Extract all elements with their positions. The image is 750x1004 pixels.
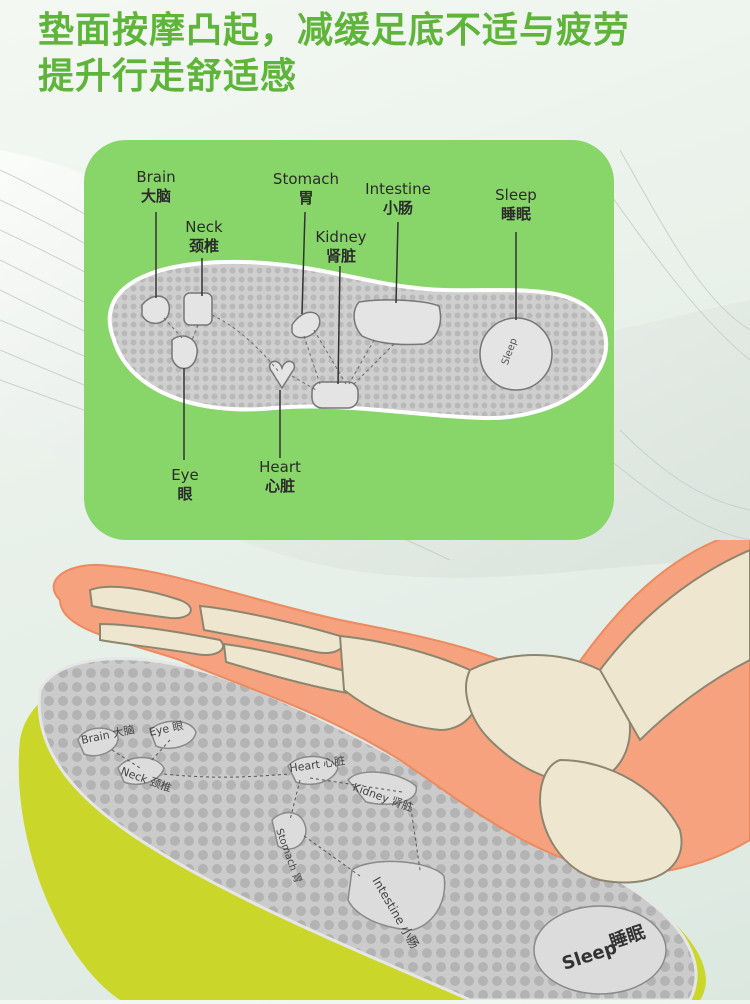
label-stomach: Stomach 胃 [272,170,340,207]
insole-pad-heart [287,755,339,786]
toe-bones [88,585,192,620]
insole-pad-eye [149,720,197,750]
foot-insole-illustration: Brain 大脑 Eye 眼 Neck 颈椎 Heart 心脏 Kidney 肾… [0,528,750,1002]
insole-pad-kidney [347,771,417,805]
label-sleep: Sleep 睡眠 [495,186,537,223]
insole-pad-intestine [347,860,446,931]
reflex-diagram-panel: Sleep Brain 大脑 Neck 颈椎 [84,140,614,540]
insole-outline [107,259,608,421]
pad-sleep [479,317,553,391]
label-neck: Neck 颈椎 [185,218,223,255]
pad-intestine [353,299,442,346]
heel-bone [538,758,683,884]
pad-stomach [291,311,321,339]
headline: 垫面按摩凸起，减缓足底不适与疲劳 提升行走舒适感 [38,8,630,100]
foot-bones [88,548,750,884]
insole-pad-sleep [533,905,667,995]
insole-pad-stomach [271,811,307,850]
headline-line-1: 垫面按摩凸起，减缓足底不适与疲劳 [38,10,631,51]
pad-brain [141,295,170,324]
insole-diagram: Sleep [107,211,608,460]
label-heart: Heart 心脏 [259,458,301,495]
pad-eye [171,335,198,370]
foot-insole-svg: Brain 大脑 Eye 眼 Neck 颈椎 Heart 心脏 Kidney 肾… [18,528,750,1002]
headline-line-2: 提升行走舒适感 [38,56,298,97]
insole-pad-brain [77,727,119,757]
pad-kidney [311,381,359,409]
label-eye: Eye 眼 [171,466,199,503]
label-intestine: Intestine 小肠 [365,180,431,217]
pad-heart [268,360,296,390]
pad-neck [183,292,213,326]
label-kidney: Kidney 肾脏 [315,228,367,265]
insole-pad-neck [117,756,165,786]
label-brain: Brain 大脑 [136,168,176,205]
